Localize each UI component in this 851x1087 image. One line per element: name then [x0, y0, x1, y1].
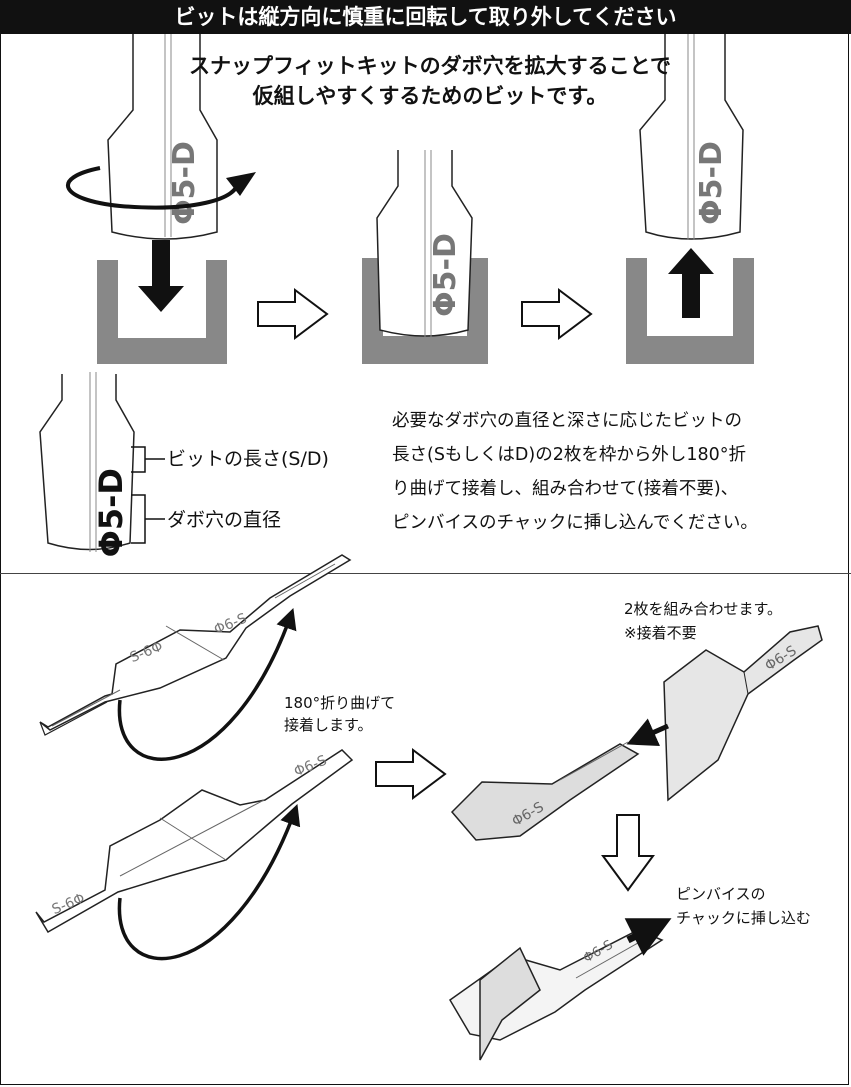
description-text: 必要なダボ穴の直径と深さに応じたビットの 長さ(SもしくはD)の2枚を枠から外し… — [392, 411, 758, 533]
down-arrow-icon — [138, 240, 184, 312]
bit-detail: Φ5-D — [39, 372, 135, 557]
intro-text: スナップフィットキットのダボ穴を拡大することで 仮組しやすくするためのビットです… — [189, 54, 671, 108]
frame-part-a: S-6Φ Φ6-S — [39, 554, 352, 736]
sheet-frame — [0, 34, 849, 1085]
holder-step3 — [626, 258, 754, 364]
outline-right-arrow-icon — [375, 748, 447, 800]
assembled-bit: Φ6-S — [449, 929, 664, 1061]
combine-arrow-icon — [626, 718, 670, 746]
insert-arrow-icon — [624, 918, 672, 956]
combine-horizontal-piece: Φ6-S — [450, 741, 640, 841]
fold-arrow-icon — [117, 804, 301, 961]
dowel-diameter-bracket — [131, 494, 165, 544]
bit-step2: Φ5-D — [376, 150, 473, 340]
bit-length-label: ビットの長さ(S/D) — [167, 448, 329, 470]
bit-step1: Φ5-D — [107, 34, 218, 240]
frame-part-b: S-6Φ Φ6-S — [35, 749, 354, 934]
dowel-diameter-label: ダボ穴の直径 — [167, 509, 282, 531]
combine-note: 2枚を組み合わせます。 ※接着不要 — [624, 600, 783, 642]
svg-text:Φ5-D: Φ5-D — [92, 468, 130, 557]
outline-right-arrow-icon — [257, 288, 329, 340]
holder-step2 — [362, 258, 488, 364]
rotate-arrow-icon — [66, 166, 240, 210]
svg-text:Φ5-D: Φ5-D — [428, 233, 463, 317]
bit-marking: Φ5-D — [167, 141, 202, 225]
combine-vertical-piece: Φ6-S — [663, 625, 823, 802]
bit-length-bracket — [131, 446, 165, 473]
outline-right-arrow-icon — [521, 288, 593, 340]
svg-text:Φ5-D: Φ5-D — [694, 141, 729, 225]
holder-step1 — [97, 260, 227, 364]
bit-step3: Φ5-D — [639, 34, 744, 240]
warning-banner: ビットは縦方向に慎重に回転して取り外してください — [0, 0, 851, 34]
chuck-note: ピンバイスの チャックに挿し込む — [676, 885, 811, 927]
up-arrow-icon — [668, 248, 714, 318]
outline-down-arrow-icon — [601, 814, 655, 892]
section-divider — [0, 573, 851, 574]
fold-note: 180°折り曲げて 接着します。 — [284, 694, 396, 734]
fold-arrow-icon — [117, 608, 297, 761]
